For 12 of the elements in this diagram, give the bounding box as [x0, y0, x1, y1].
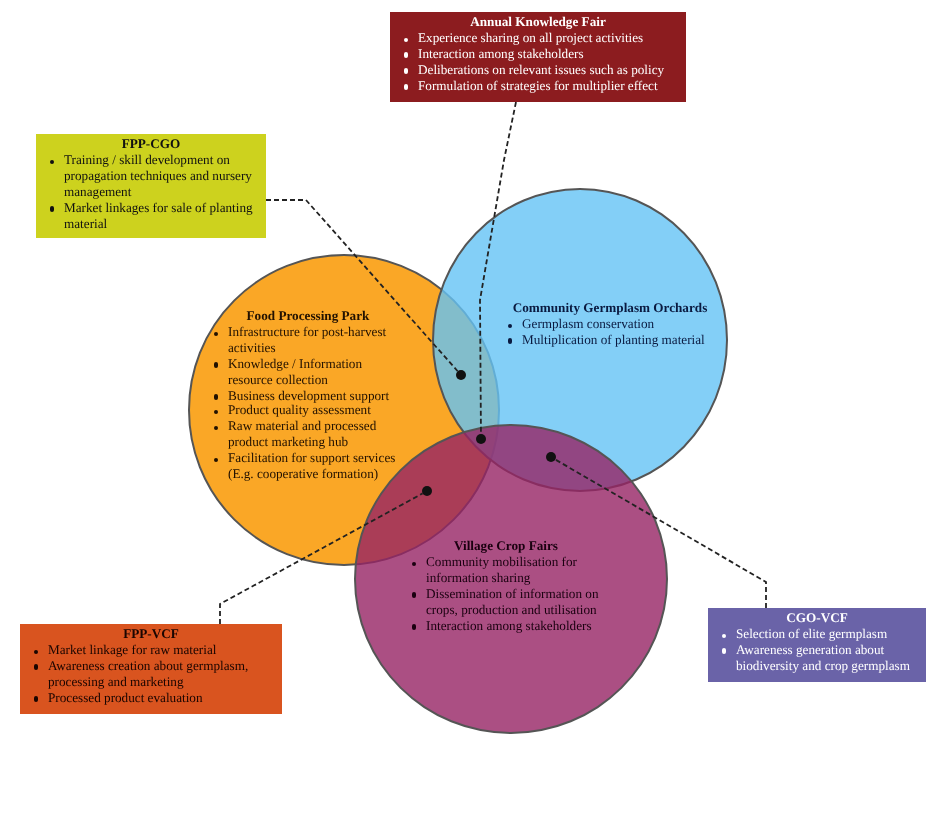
leader-line	[479, 101, 517, 435]
leader-dot	[421, 485, 431, 495]
leader-line	[265, 199, 459, 373]
leader-dot	[545, 451, 555, 461]
callout-box	[708, 608, 926, 682]
callout-box	[20, 624, 282, 714]
leader-line	[554, 458, 767, 609]
leader-line	[219, 492, 424, 625]
leader-dot	[455, 369, 465, 379]
leader-dot	[475, 433, 485, 443]
callout-box	[36, 134, 266, 239]
callout-box	[390, 12, 686, 102]
